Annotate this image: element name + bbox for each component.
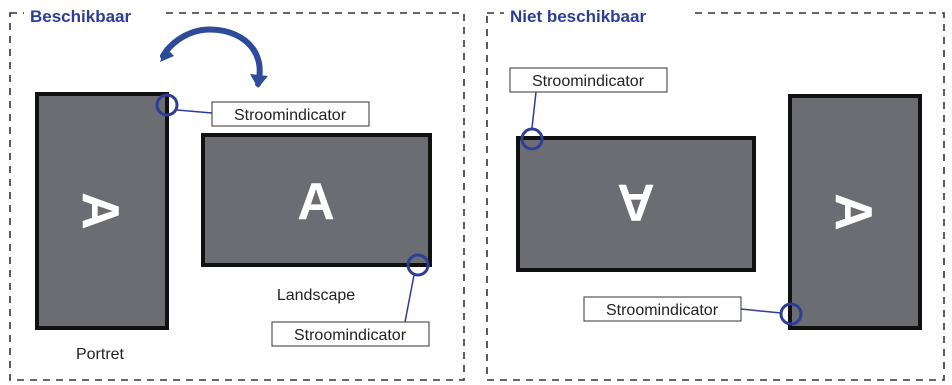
panel-unavailable-title-bg: [504, 4, 690, 26]
reverse-portrait-screen-letter: A: [824, 193, 882, 231]
panel-unavailable-title: Niet beschikbaar: [510, 7, 646, 26]
panel-available: Beschikbaar A Stroomindicator Portret A …: [9, 4, 465, 381]
callout-landscape-indicator: Stroomindicator: [294, 327, 407, 344]
landscape-callout-line: [404, 274, 415, 323]
reverse-portrait-screen: A: [779, 94, 922, 330]
landscape-indicator-ring: [406, 253, 430, 277]
callout-upside-down-indicator: Stroomindicator: [532, 73, 645, 90]
reverse-portrait-indicator-ring: [779, 302, 803, 326]
caption-landscape: Landscape: [277, 287, 355, 304]
panel-unavailable: Niet beschikbaar Stroomindicator A A Str…: [486, 4, 945, 381]
panel-unavailable-border: [486, 12, 945, 381]
callout-box-reverse-portrait: [583, 296, 742, 322]
landscape-screen: A: [201, 133, 432, 277]
portrait-screen: A: [35, 92, 179, 330]
upside-down-screen-letter: A: [617, 173, 655, 231]
caption-portrait: Portret: [76, 346, 125, 363]
callout-box-upside-down: [509, 67, 668, 93]
curved-double-arrow-icon: [160, 26, 268, 88]
portrait-screen-letter: A: [71, 192, 129, 230]
upside-down-indicator-ring: [520, 127, 544, 151]
callout-box-landscape: [271, 321, 430, 347]
upside-down-callout-line: [531, 91, 537, 129]
landscape-screen-letter: A: [297, 173, 335, 231]
callout-portrait-indicator: Stroomindicator: [234, 107, 347, 124]
panel-available-title-bg: [24, 4, 164, 26]
upside-down-landscape-screen: A: [516, 127, 756, 272]
panel-available-border: [9, 12, 465, 381]
portrait-callout-line: [176, 109, 213, 114]
callout-reverse-portrait-indicator: Stroomindicator: [606, 302, 719, 319]
callout-box-portrait: [211, 101, 370, 127]
portrait-indicator-ring: [155, 93, 179, 117]
reverse-portrait-callout-line: [740, 308, 782, 314]
panel-available-title: Beschikbaar: [30, 7, 131, 26]
